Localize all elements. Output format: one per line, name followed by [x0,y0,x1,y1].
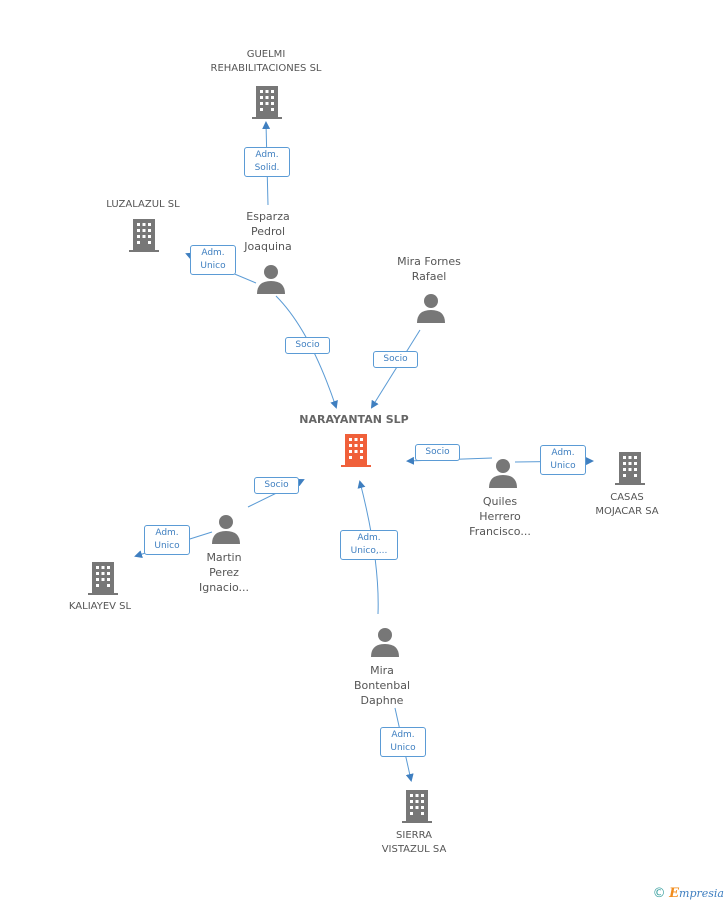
building-icon[interactable] [402,788,432,824]
node-label-sierra[interactable]: SIERRA VISTAZUL SA [381,830,447,855]
person-icon[interactable] [488,458,518,488]
building-icon[interactable] [129,217,159,253]
node-label-casas[interactable]: CASAS MOJACAR SA [595,492,659,517]
edge-label-esparza-guelmi[interactable]: Adm. Solid. [244,147,290,177]
node-label-mira-fornes[interactable]: Mira Fornes Rafael [397,255,461,283]
node-label-quiles[interactable]: Quiles Herrero Francisco... [469,495,531,538]
node-label-martin[interactable]: Martin Perez Ignacio... [198,551,250,594]
edge-label-mira-bontenbal-sierra[interactable]: Adm. Unico [380,727,426,757]
building-icon[interactable] [252,84,282,120]
edge-label-mira-fornes-center[interactable]: Socio [373,351,418,368]
person-icon[interactable] [370,627,400,657]
edge-label-esparza-luzalazul[interactable]: Adm. Unico [190,245,236,275]
building-icon[interactable] [88,560,118,596]
node-label-luzalazul[interactable]: LUZALAZUL SL [106,199,180,210]
edge-label-mira-bontenbal-center[interactable]: Adm. Unico,... [340,530,398,560]
edge-label-esparza-center[interactable]: Socio [285,337,330,354]
building-icon[interactable] [615,450,645,486]
edge-label-quiles-casas[interactable]: Adm. Unico [540,445,586,475]
building-icon[interactable] [340,432,372,468]
edge-mirafornes-center [370,329,421,409]
edge-label-quiles-center[interactable]: Socio [415,444,460,461]
empresia-logo[interactable]: © Empresia [653,886,724,901]
person-icon[interactable] [211,514,241,544]
center-company-name[interactable]: NARAYANTAN SLP [299,413,409,426]
brand-initial: E [669,886,680,901]
node-label-kaliayev[interactable]: KALIAYEV SL [68,601,132,612]
person-icon[interactable] [256,264,286,294]
copyright-symbol: © [652,886,666,901]
node-label-esparza[interactable]: Esparza Pedrol Joaquina [244,210,292,253]
edge-label-martin-kaliayev[interactable]: Adm. Unico [144,525,190,555]
person-icon[interactable] [416,293,446,323]
node-label-mira-bontenbal[interactable]: Mira Bontenbal Daphne [353,664,411,707]
node-label-guelmi[interactable]: GUELMI REHABILITACIONES SL [210,49,322,74]
brand-name: mpresia [679,887,724,900]
edge-label-martin-center[interactable]: Socio [254,477,299,494]
